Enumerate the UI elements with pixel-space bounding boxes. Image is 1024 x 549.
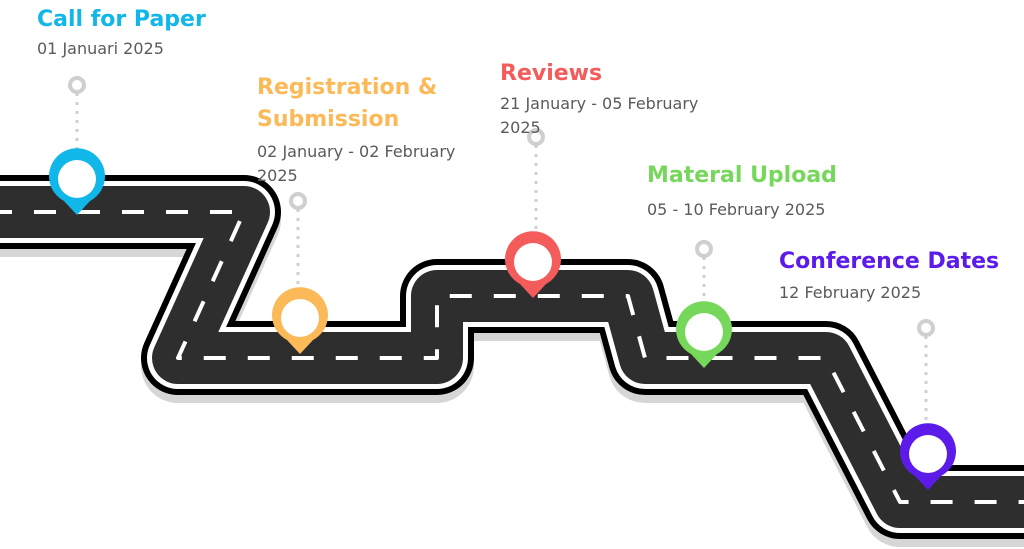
milestone-conference-dates — [900, 319, 956, 490]
milestone-title: Conference Dates — [779, 249, 1000, 274]
map-pin-icon — [900, 423, 956, 490]
connector-dot — [917, 319, 935, 337]
map-pin-icon — [49, 148, 105, 215]
milestone-registration-submission — [272, 192, 328, 354]
milestone-date: 02 January - 02 February 2025 — [257, 142, 456, 185]
map-pin-icon — [676, 301, 732, 368]
milestone-call-for-paper — [49, 76, 105, 215]
milestone-title: Reviews — [500, 61, 603, 86]
map-pin-icon — [505, 231, 561, 298]
milestone-title: Registration & Submission — [257, 75, 438, 132]
milestone-date: 21 January - 05 February 2025 — [500, 94, 699, 137]
connector-dot — [695, 240, 713, 258]
connector-dot — [527, 128, 545, 146]
milestone-title: Materal Upload — [647, 163, 837, 188]
lane-marking — [0, 210, 1024, 504]
milestone-material-upload — [676, 240, 732, 368]
milestone-date: 05 - 10 February 2025 — [647, 200, 826, 219]
milestone-date: 01 Januari 2025 — [37, 39, 164, 58]
milestone-date: 12 February 2025 — [779, 283, 922, 302]
connector-dot — [68, 76, 86, 94]
milestone-reviews — [505, 128, 561, 298]
connector-dot — [289, 192, 307, 210]
milestone-title: Call for Paper — [37, 7, 206, 32]
map-pin-icon — [272, 287, 328, 354]
